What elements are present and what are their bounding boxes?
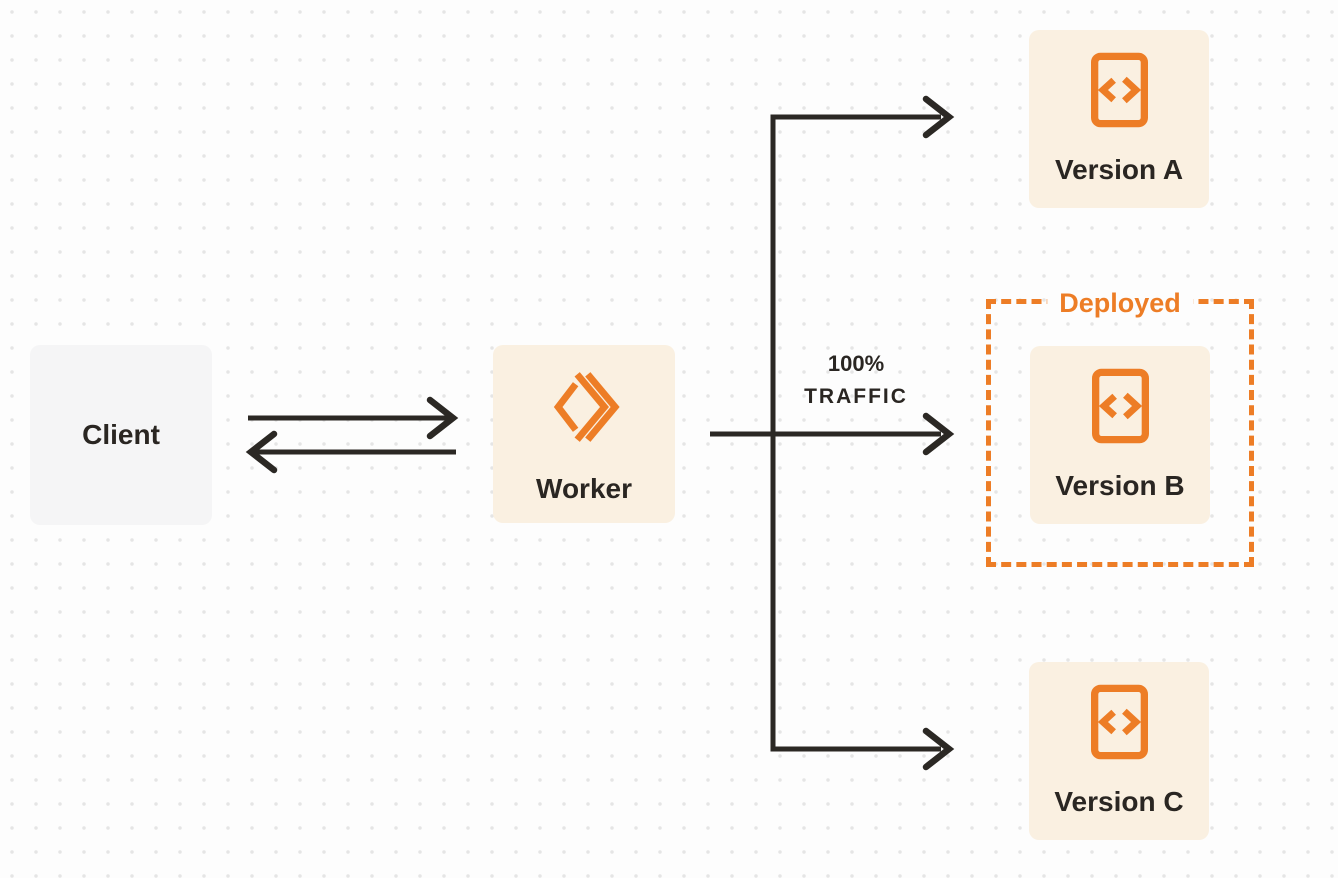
traffic-label: 100% TRAFFIC [779, 347, 933, 413]
node-worker: Worker [493, 345, 675, 523]
connector-client-to-worker [248, 396, 459, 440]
traffic-word: TRAFFIC [804, 385, 908, 408]
version-a-label: Version A [1054, 154, 1184, 185]
node-version-a: Version A [1029, 30, 1209, 208]
client-label: Client [82, 419, 160, 450]
workers-double-chevron-icon [553, 372, 620, 442]
connector-branch-trunk [770, 95, 955, 771]
node-client: Client [30, 345, 212, 525]
deployed-region-outline: Deployed [986, 286, 1254, 567]
version-c-label: Version C [1054, 786, 1184, 817]
traffic-percent: 100% [827, 351, 885, 376]
code-file-icon [1091, 368, 1149, 444]
connector-worker-to-version-b [710, 412, 955, 456]
node-version-b: Version B [1030, 346, 1210, 524]
connector-worker-to-client [245, 430, 456, 474]
code-file-icon [1090, 52, 1148, 128]
worker-label: Worker [536, 473, 632, 504]
node-version-c: Version C [1029, 662, 1209, 840]
version-b-label: Version B [1055, 470, 1185, 501]
deployed-label: Deployed [1047, 286, 1193, 320]
code-file-icon [1090, 684, 1148, 760]
